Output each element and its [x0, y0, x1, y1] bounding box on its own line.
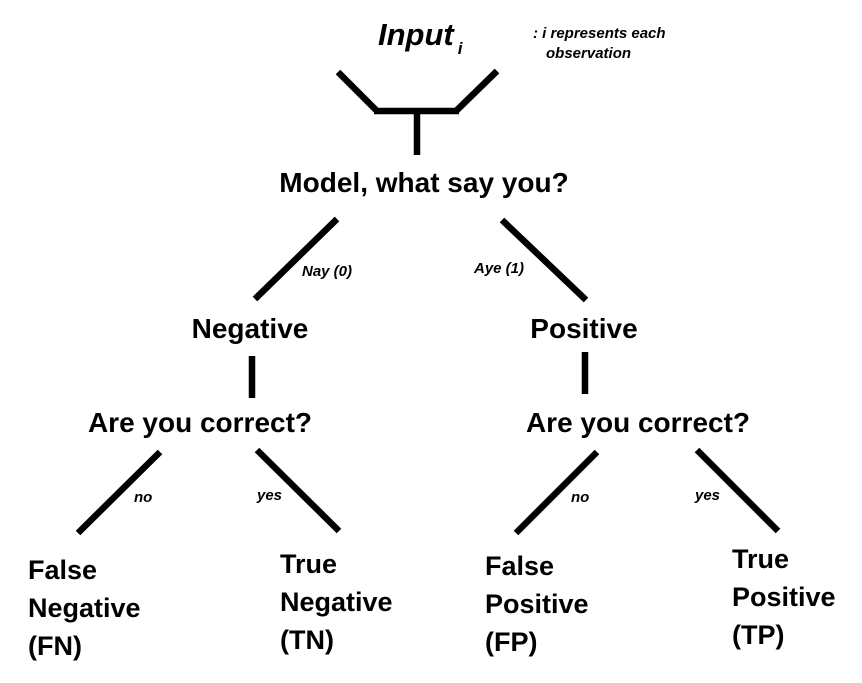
bracket-left-line: [335, 69, 381, 115]
negative-node-label: Negative: [191, 313, 309, 344]
true-positive-line-2: Positive: [732, 582, 836, 612]
annotation-line-1: : i represents each: [533, 25, 666, 42]
branch-fn-line: [75, 449, 163, 536]
false-negative-line-1: False: [28, 555, 98, 585]
aye-edge-label: Aye (1): [474, 260, 525, 277]
false-negative-line-3: (FN): [28, 631, 82, 661]
input-subscript: i: [457, 39, 463, 58]
false-positive-line-3: (FP): [485, 627, 538, 657]
branch-nay-line: [252, 216, 340, 302]
true-negative-line-2: Negative: [280, 587, 393, 617]
correct-question-right: Are you correct?: [525, 407, 751, 438]
branch-fp-line: [513, 449, 600, 536]
branch-aye-line: [499, 217, 589, 303]
no-edge-label-left: no: [134, 489, 153, 506]
false-negative-leaf: False Negative (FN): [28, 551, 141, 665]
true-positive-line-1: True: [732, 544, 790, 574]
positive-node-label: Positive: [530, 313, 638, 344]
correct-question-left: Are you correct?: [87, 407, 313, 438]
false-positive-leaf: False Positive (FP): [485, 547, 589, 661]
false-negative-line-2: Negative: [28, 593, 141, 623]
true-positive-leaf: True Positive (TP): [732, 540, 836, 654]
nay-edge-label: Nay (0): [302, 263, 353, 280]
bracket-right-line: [452, 68, 500, 115]
false-positive-line-2: Positive: [485, 589, 589, 619]
true-positive-line-3: (TP): [732, 620, 785, 650]
no-edge-label-right: no: [571, 489, 590, 506]
observation-annotation: : i represents each observation: [533, 24, 666, 64]
annotation-line-2: observation: [546, 45, 632, 62]
true-negative-line-1: True: [280, 549, 338, 579]
false-positive-line-1: False: [485, 551, 555, 581]
model-question-label: Model, what say you?: [279, 167, 569, 198]
branch-tn-line: [254, 447, 342, 534]
yes-edge-label-left: yes: [257, 487, 283, 504]
input-node-text: Input: [378, 17, 454, 52]
branch-tp-line: [694, 447, 781, 534]
yes-edge-label-right: yes: [695, 487, 721, 504]
true-negative-leaf: True Negative (TN): [280, 545, 393, 659]
true-negative-line-3: (TN): [280, 625, 334, 655]
